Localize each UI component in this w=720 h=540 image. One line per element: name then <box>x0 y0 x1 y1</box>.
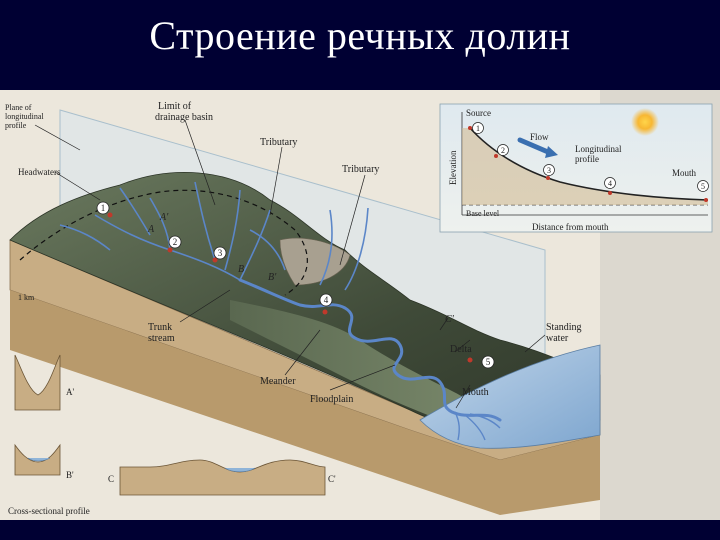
headwaters-label: Headwaters <box>18 167 61 177</box>
profile-plane-label-1: Plane of <box>5 103 32 112</box>
inset-longitudinal-label-1: Longitudinal <box>575 144 622 154</box>
inset-source-label: Source <box>466 108 491 118</box>
inset-marker-5: 5 <box>701 182 705 191</box>
trunk-stream-label-1: Trunk <box>148 322 172 333</box>
profile-plane-label-3: profile <box>5 121 27 130</box>
c-prime-section-label: C' <box>328 474 336 484</box>
marker-2: 2 <box>173 237 178 247</box>
bottom-bar <box>0 520 720 540</box>
cross-section-label: Cross-sectional profile <box>8 506 90 516</box>
mouth-label: Mouth <box>462 387 489 398</box>
marker-4: 4 <box>324 295 329 305</box>
river-valley-diagram: 1 2 3 4 5 Plane of longitudinal profile … <box>0 90 720 520</box>
floodplain-label: Floodplain <box>310 394 353 405</box>
slide-title: Строение речных долин <box>0 12 720 59</box>
marker-1: 1 <box>101 203 106 213</box>
sun-icon <box>631 108 659 136</box>
tributary-label-2: Tributary <box>342 164 379 175</box>
inset-distance-label: Distance from mouth <box>532 222 609 232</box>
b-prime-label: B' <box>268 272 277 283</box>
profile-plane-label-2: longitudinal <box>5 112 44 121</box>
drainage-label-1: Limit of <box>158 101 192 112</box>
marker-5: 5 <box>486 357 491 367</box>
c-prime-diagram-label: C' <box>445 314 455 325</box>
b-label: B <box>238 264 244 275</box>
standing-water-label-1: Standing <box>546 322 582 333</box>
drainage-label-2: drainage basin <box>155 112 213 123</box>
a-label: A <box>147 224 155 235</box>
marker-3: 3 <box>218 248 223 258</box>
standing-water-label-2: water <box>546 333 569 344</box>
trunk-stream-label-2: stream <box>148 333 175 344</box>
tributary-label-1: Tributary <box>260 137 297 148</box>
b-prime-section-label: B' <box>66 470 74 480</box>
delta-label: Delta <box>450 344 472 355</box>
inset-marker-4: 4 <box>608 179 612 188</box>
inset-marker-3: 3 <box>547 166 551 175</box>
inset-base-level-label: Base level <box>466 209 500 218</box>
meander-label: Meander <box>260 376 296 387</box>
diagram-panel: 1 2 3 4 5 Plane of longitudinal profile … <box>0 90 720 520</box>
inset-flow-label: Flow <box>530 132 549 142</box>
inset-elevation-label: Elevation <box>448 150 458 185</box>
inset-longitudinal-label-2: profile <box>575 154 599 164</box>
scale-label: 1 km <box>18 293 35 302</box>
c-section-label: C <box>108 474 114 484</box>
inset-marker-1: 1 <box>476 124 480 133</box>
inset-mouth-label: Mouth <box>672 168 697 178</box>
a-prime-section-label: A' <box>66 387 74 397</box>
inset-marker-2: 2 <box>501 146 505 155</box>
a-prime-label: A' <box>159 212 169 223</box>
